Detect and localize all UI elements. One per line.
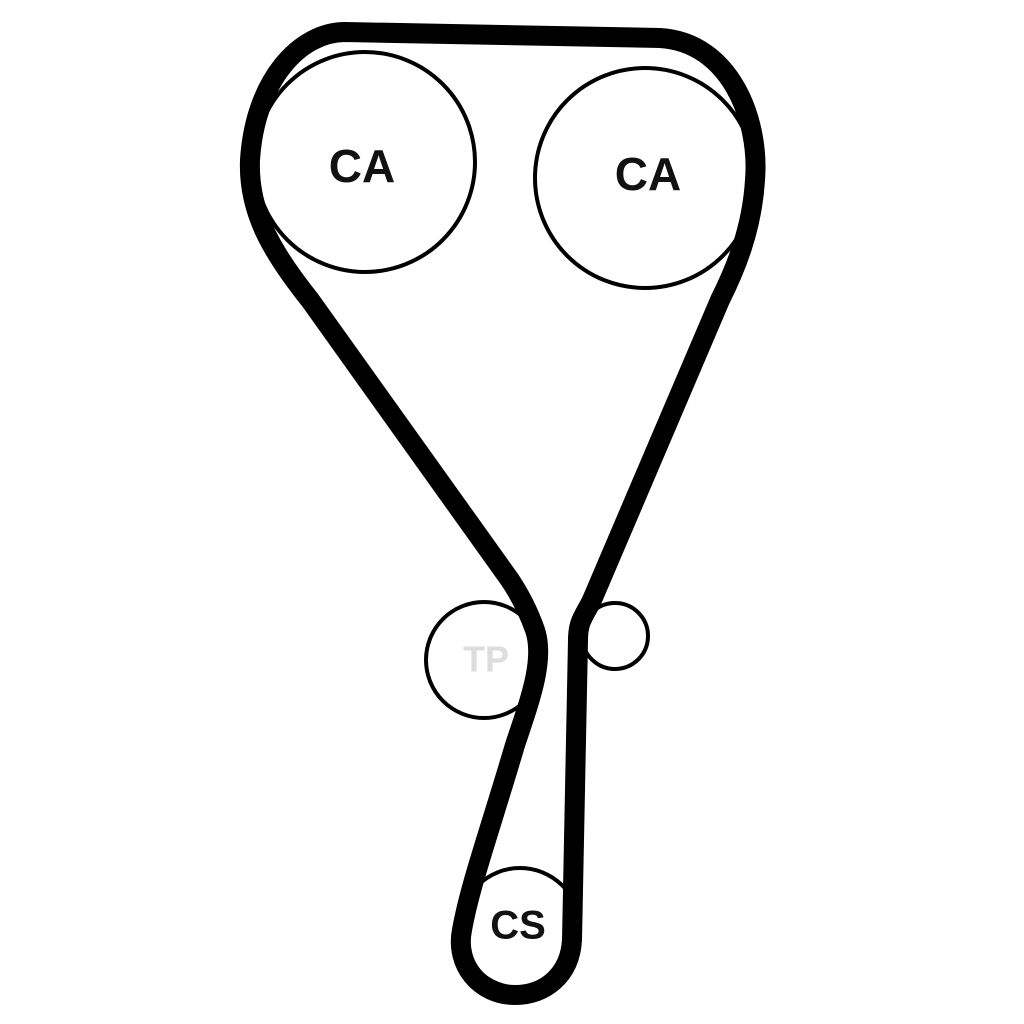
tensioner-label: TP <box>463 639 509 680</box>
crankshaft-label: CS <box>490 904 546 948</box>
camshaft-left-label: CA <box>329 140 395 192</box>
timing-belt <box>239 22 766 1005</box>
camshaft-right-label: CA <box>615 148 681 200</box>
